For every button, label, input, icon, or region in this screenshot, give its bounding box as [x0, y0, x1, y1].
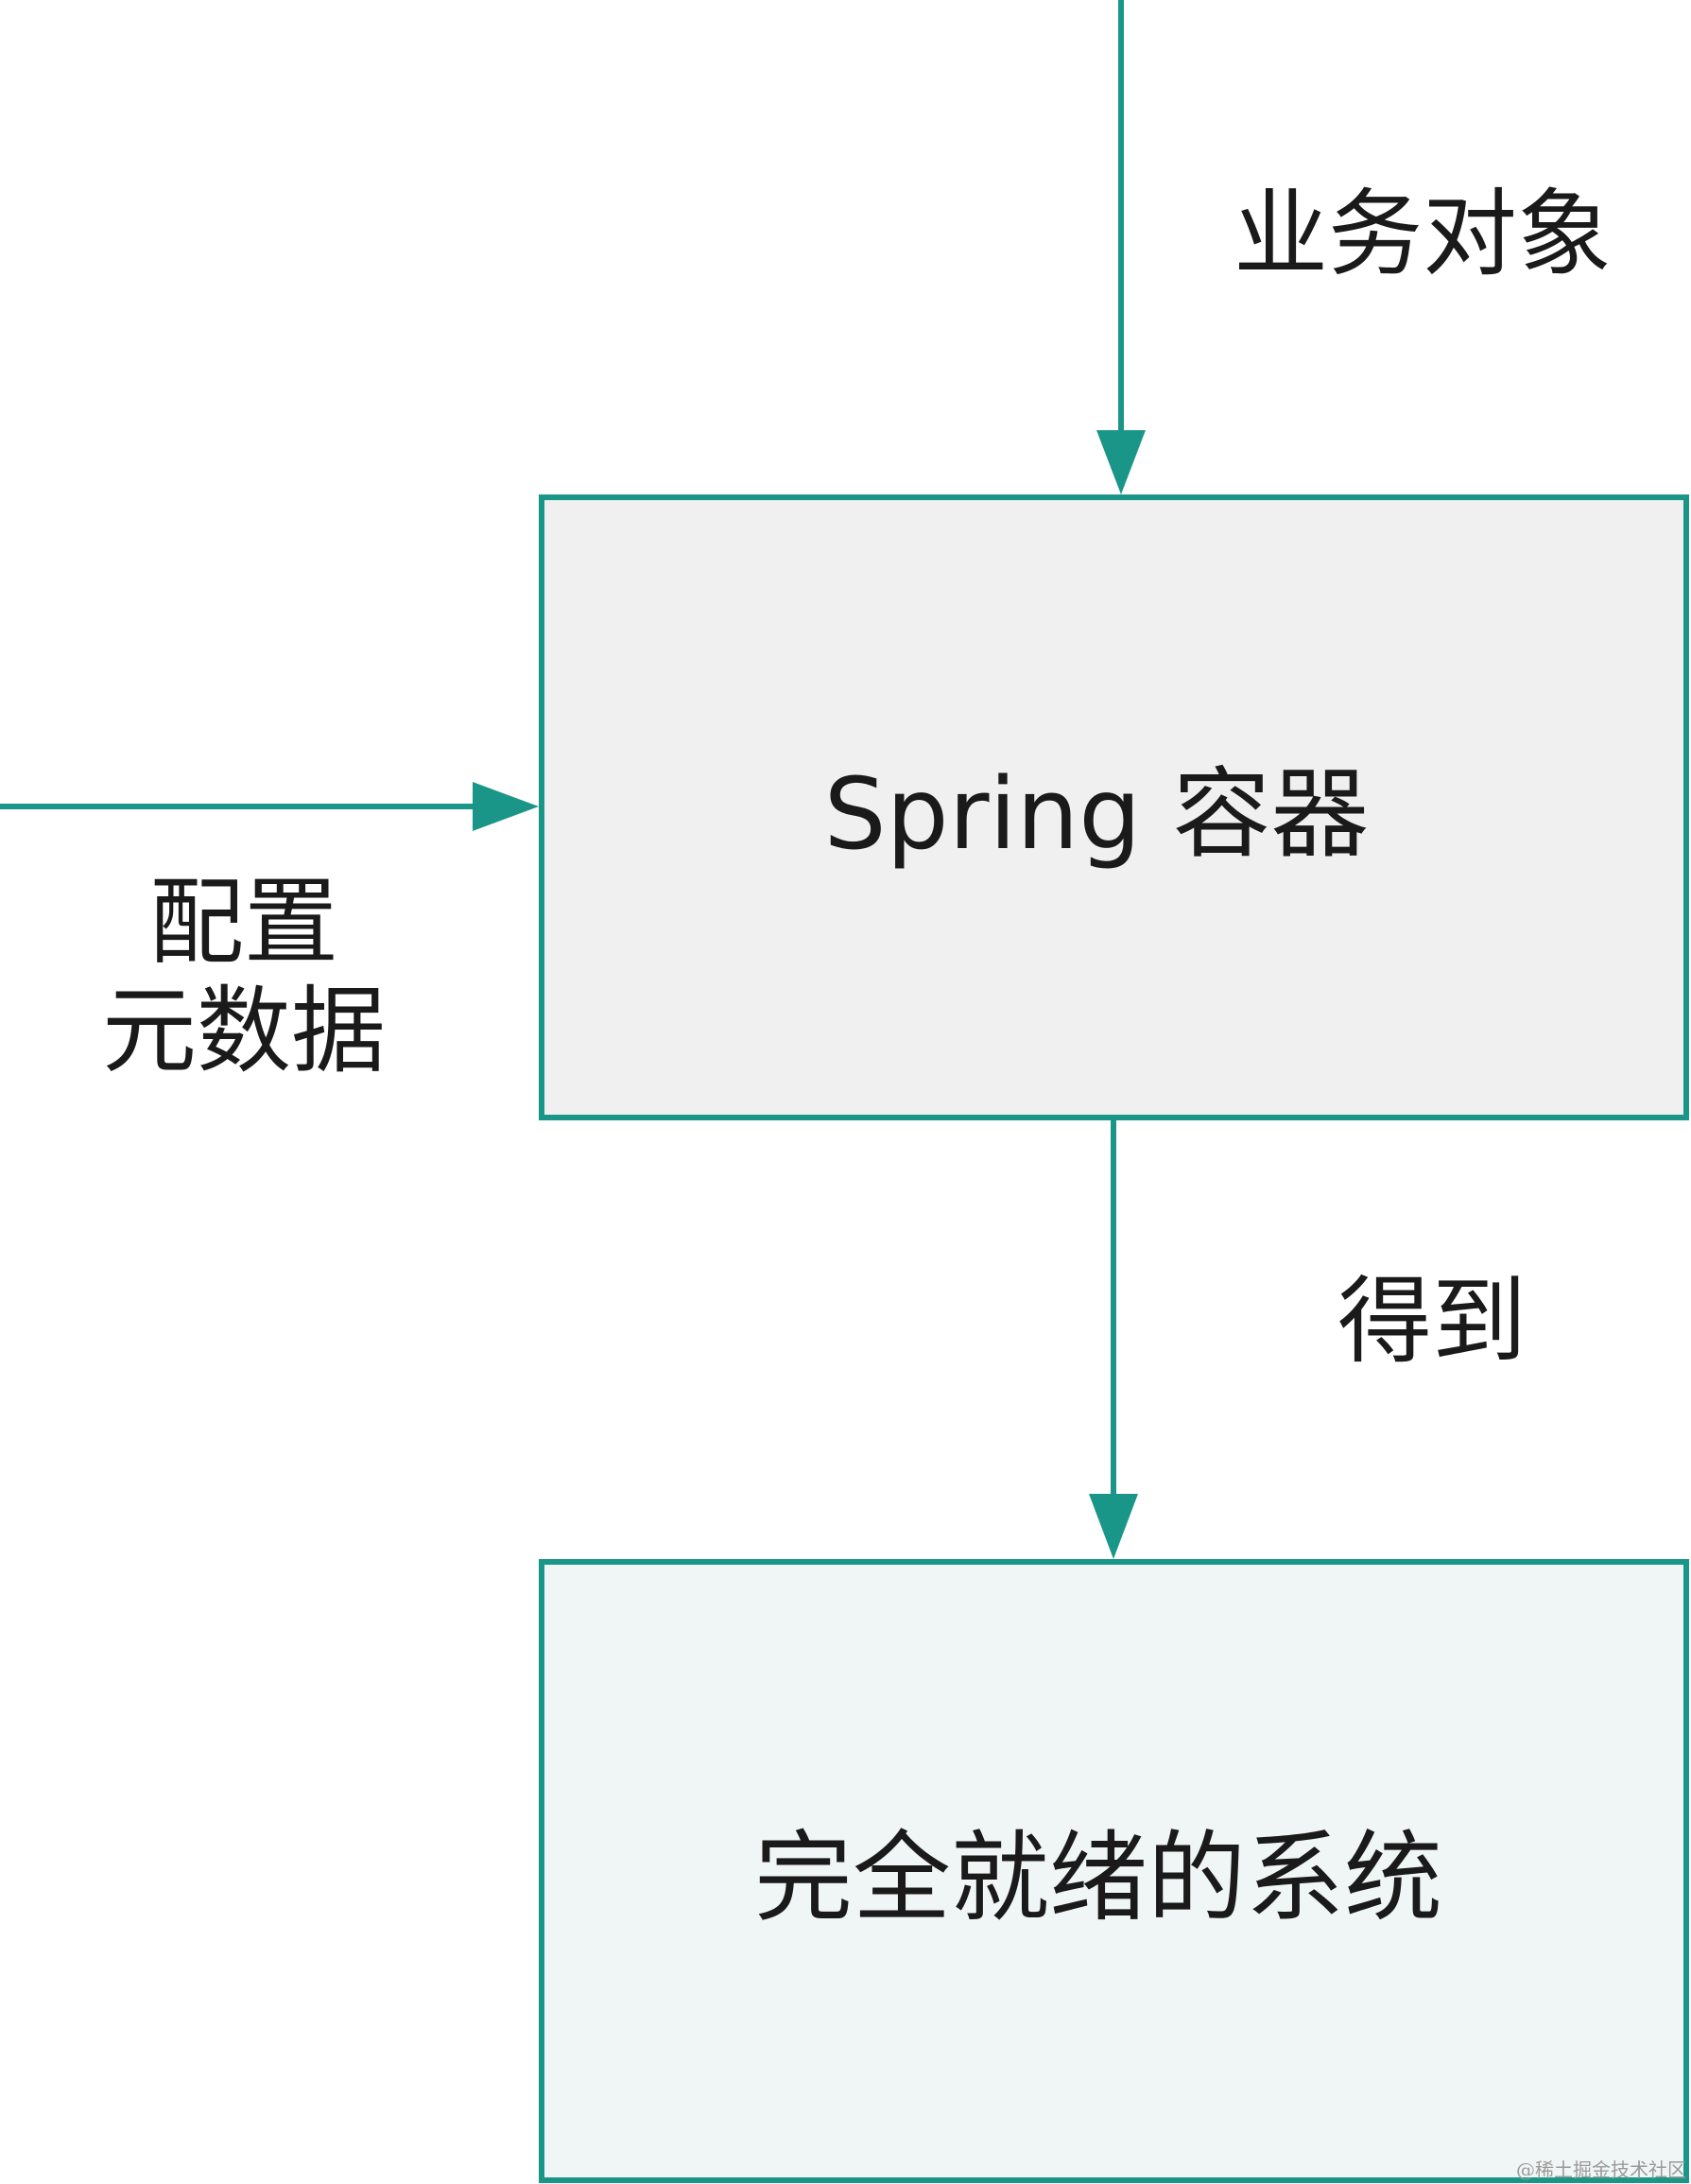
ready-system-box — [539, 1559, 1689, 2183]
watermark: @稀土掘金技术社区 — [1516, 2158, 1686, 2181]
spring-container-label: Spring 容器 — [824, 756, 1370, 872]
config-metadata-label-line2: 元数据 — [102, 976, 386, 1086]
obtain-label: 得到 — [1337, 1266, 1527, 1377]
business-objects-label: 业务对象 — [1234, 179, 1612, 289]
obtain-arrowhead — [1089, 1494, 1138, 1559]
config-metadata-arrowhead — [473, 782, 539, 831]
spring-container-box — [539, 494, 1689, 1120]
ready-system-label: 完全就绪的系统 — [754, 1820, 1442, 1935]
business-objects-arrowhead — [1096, 430, 1146, 494]
config-metadata-label-line1: 配置 — [149, 867, 338, 978]
